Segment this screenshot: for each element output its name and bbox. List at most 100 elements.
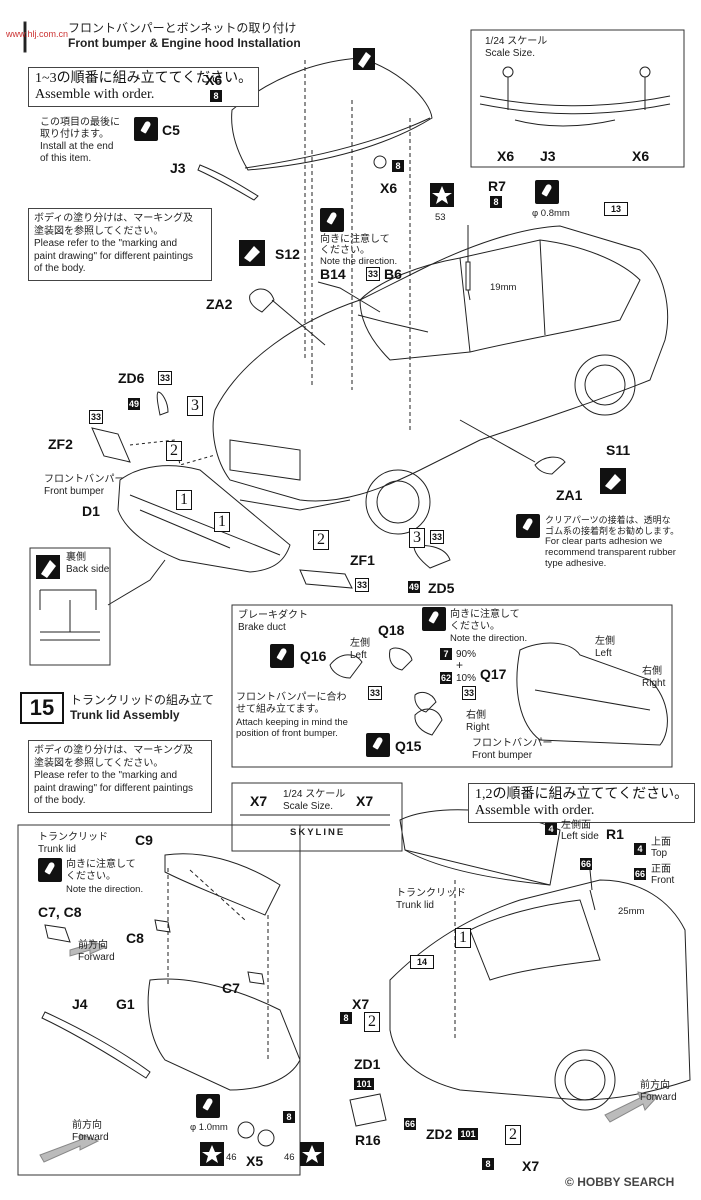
back-jp: 裏側 [66,552,86,563]
fit-jp2: せて組み立てます。 [236,704,325,715]
scale-en-14: Scale Size. [485,48,536,59]
trunk-jp-b: トランクリッド [396,888,466,899]
fwd-en-c: Forward [640,1092,677,1103]
paint-49-zd6: 49 [128,398,140,410]
paint-33-zd5: 33 [430,530,444,544]
note-last-en1: Install at the end [40,141,114,152]
paint-note-14-en2: paint drawing" for different paintings [34,250,194,262]
scale-jp-15: 1/24 スケール [283,789,346,800]
len-19mm: 19mm [490,282,517,293]
trunk-en-a: Trunk lid [38,844,76,855]
paint-note-15-en1: Please refer to the "marking and [34,770,178,781]
paint-33-b14: 33 [366,267,380,281]
part-zd6: ZD6 [118,370,145,386]
brush-icon-c5 [134,117,158,141]
left-side-jp: 左側面 [561,820,591,831]
front-jp: 正面 [651,864,671,875]
paint-101-zd2: 101 [458,1128,478,1140]
brand-name: HOBBY SEARCH [577,1175,675,1189]
paint-8-c: 8 [490,196,502,208]
paint-33-zf2: 33 [89,410,103,424]
brake-right-en-a: Right [466,722,490,733]
paint-4-top: 4 [634,843,646,855]
mix-10: 10% [456,673,477,684]
brake-left-en-b: Left [595,648,612,659]
front-en: Front [651,875,675,886]
brake-dir-en: Note the direction. [450,633,528,644]
paint-note-15-jp1: ボディの塗り分けは、マーキング及 [34,745,193,756]
trunk-dir-jp1: 向きに注意して [66,859,136,870]
dir-en-14: Note the direction. [320,256,398,267]
paint-note-14-en3: of the body. [34,263,86,274]
part-g1: G1 [116,996,135,1012]
part-c7c8: C7, C8 [38,904,82,920]
step-3-b: 3 [409,528,425,548]
note-last-en2: of this item. [40,153,92,164]
brake-left-jp-a: 左側 [350,638,370,649]
hood-outline [231,57,433,171]
order-note-15-en: Assemble with order. [475,803,595,818]
fit-en1: Attach keeping in mind the [236,717,348,728]
part-d1: D1 [82,503,100,519]
mix-90: 90% [456,649,477,660]
part-r1: R1 [606,826,624,842]
brake-right-jp-b: 右側 [642,666,662,677]
step-2-c: 2 [364,1012,380,1032]
paint-note-15-jp2: 塗装図を参照してください。 [34,757,164,769]
part-zd2: ZD2 [426,1126,453,1142]
paint-8-a: 8 [210,90,222,102]
step14-title-en: Front bumper & Engine hood Installation [68,36,301,50]
part-q16: Q16 [300,648,327,664]
paint-note-15-en2: paint drawing" for different paintings [34,782,194,794]
note-last-jp1: この項目の最後に [40,117,120,128]
drill-phi-08: φ 0.8mm [532,208,570,219]
order-note-14: 1~3の順番に組み立ててください。 Assemble with order. [28,67,260,107]
part-c8: C8 [126,930,144,946]
brake-bumper-en: Front bumper [472,750,533,761]
scale-x7-right: X7 [356,793,374,809]
brake-bumper-jp: フロントバンパー [472,738,553,749]
step-2-b: 2 [313,530,329,550]
watermark: www.hlj.com.cn [6,29,69,39]
step-3-a: 3 [187,396,203,416]
brush-icon-q15 [366,733,390,757]
trunk-dir-jp2: ください。 [66,871,116,882]
part-q17: Q17 [480,666,507,682]
paint-66-front: 66 [634,868,646,880]
brake-jp: ブレーキダクト [238,610,308,621]
part-c9: C9 [135,832,153,848]
scale-en-15: Scale Size. [283,801,334,812]
scale-j3: J3 [540,148,556,164]
paint-note-14: ボディの塗り分けは、マーキング及 塗装図を参照してください。 Please re… [28,208,212,281]
paint-note-15: ボディの塗り分けは、マーキング及 塗装図を参照してください。 Please re… [28,740,212,813]
footer-brand: © HOBBY SEARCH [565,1176,674,1188]
bumper-en-14: Front bumper [44,486,105,497]
paint-66-r16: 66 [404,1118,416,1130]
strip-j3 [197,164,259,201]
paint-note-14-en1: Please refer to the "marking and [34,238,178,249]
step-1-a: 1 [176,490,192,510]
brush-icon-q16 [270,644,294,668]
scale-jp-14: 1/24 スケール [485,36,548,47]
paint-8-b: 8 [392,160,404,172]
copyright-mark: © [565,1175,574,1189]
part-s12: S12 [275,246,300,262]
order-note-14-en: Assemble with order. [35,87,155,102]
paint-101-zd1: 101 [354,1078,374,1090]
len-25mm: 25mm [618,906,645,917]
trunk-en-b: Trunk lid [396,900,434,911]
step-1-c: 1 [455,928,471,948]
paint-4-left: 4 [545,823,557,835]
paint-49-zd5: 49 [408,581,420,593]
clear-jp1: クリアパーツの接着は、透明な [545,515,671,525]
forward-arrow-15b [39,1133,100,1163]
part-q15: Q15 [395,738,422,754]
part-c7: C7 [222,980,240,996]
bumper-jp-14: フロントバンパー [44,474,125,485]
part-x7-b: X7 [522,1158,540,1174]
step-2-a: 2 [166,441,182,461]
paint-note-15-en3: of the body. [34,795,86,806]
bumper-d1 [117,465,291,573]
part-x6-b: X6 [380,180,398,196]
fit-jp1: フロントバンパーに合わ [236,692,347,703]
